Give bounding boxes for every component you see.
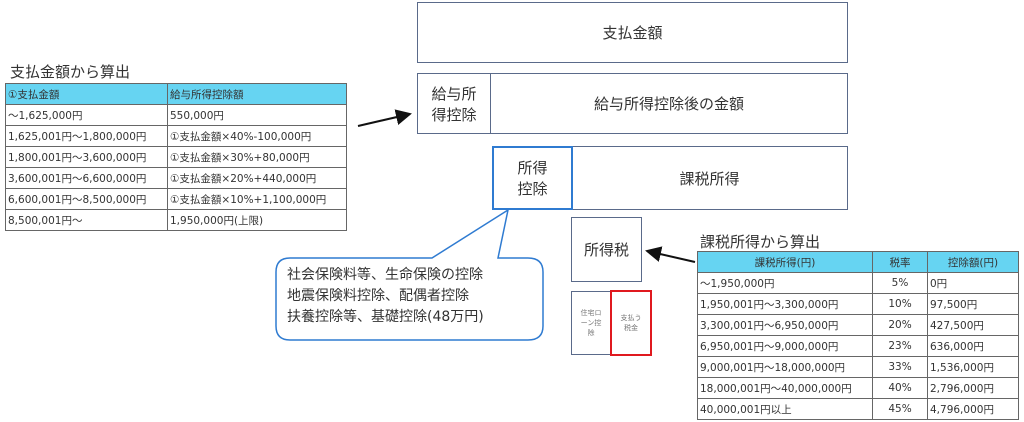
- table-cell: 〜1,625,000円: [5, 104, 168, 126]
- table-cell: 550,000円: [167, 104, 347, 126]
- header-cell: ①支払金額: [5, 83, 168, 105]
- callout-line: 扶養控除等、基礎控除(48万円): [287, 309, 484, 325]
- table-cell: 9,000,001円〜18,000,000円: [697, 356, 873, 378]
- table-cell: 1,950,000円(上限): [167, 209, 347, 231]
- callout-line: 地震保険料控除、配偶者控除: [287, 288, 469, 304]
- table-cell: 40,000,001円以上: [697, 398, 873, 420]
- table-cell: 18,000,001円〜40,000,000円: [697, 377, 873, 399]
- table-cell: 1,536,000円: [927, 356, 1019, 378]
- right-table-title: 課税所得から算出: [700, 233, 821, 251]
- table-cell: 8,500,001円〜: [5, 209, 168, 231]
- table-cell: 97,500円: [927, 293, 1019, 315]
- table-cell: ①支払金額×40%-100,000円: [167, 125, 347, 147]
- header-cell: 税率: [872, 251, 928, 273]
- taxable-income-box: 課税所得: [571, 146, 848, 210]
- table-cell: 6,950,001円〜9,000,000円: [697, 335, 873, 357]
- callout-line: 社会保険料等、生命保険の控除: [287, 267, 483, 283]
- arrow-left-table: [357, 109, 412, 127]
- table-cell: 20%: [872, 314, 928, 336]
- table-cell: 1,950,001円〜3,300,000円: [697, 293, 873, 315]
- callout-bubble: [275, 208, 544, 341]
- table-cell: 1,800,001円〜3,600,000円: [5, 146, 168, 168]
- table-cell: 5%: [872, 272, 928, 294]
- tax-paid-box: 支払う税金: [610, 290, 652, 356]
- arrow-right-table: [645, 246, 696, 263]
- table-cell: 40%: [872, 377, 928, 399]
- after-salary-deduction-box: 給与所得控除後の金額: [490, 73, 848, 134]
- callout-text: 社会保険料等、生命保険の控除 地震保険料控除、配偶者控除 扶養控除等、基礎控除(…: [287, 265, 484, 328]
- header-cell: 課税所得(円): [697, 251, 873, 273]
- table-cell: 10%: [872, 293, 928, 315]
- left-table-title: 支払金額から算出: [10, 63, 131, 81]
- table-cell: ①支払金額×10%+1,100,000円: [167, 188, 347, 210]
- table-cell: 2,796,000円: [927, 377, 1019, 399]
- header-cell: 控除額(円): [927, 251, 1019, 273]
- table-cell: ①支払金額×30%+80,000円: [167, 146, 347, 168]
- table-cell: 45%: [872, 398, 928, 420]
- table-cell: 〜1,950,000円: [697, 272, 873, 294]
- table-cell: 636,000円: [927, 335, 1019, 357]
- income-tax-box: 所得税: [571, 217, 642, 282]
- table-cell: 0円: [927, 272, 1019, 294]
- table-cell: 3,300,001円〜6,950,000円: [697, 314, 873, 336]
- payment-box: 支払金額: [417, 2, 848, 63]
- table-cell: 427,500円: [927, 314, 1019, 336]
- table-cell: 1,625,001円〜1,800,000円: [5, 125, 168, 147]
- income-deduction-box: 所得控除: [492, 146, 573, 210]
- table-cell: ①支払金額×20%+440,000円: [167, 167, 347, 189]
- table-cell: 3,600,001円〜6,600,000円: [5, 167, 168, 189]
- header-cell: 給与所得控除額: [167, 83, 347, 105]
- table-cell: 23%: [872, 335, 928, 357]
- table-row: 8,500,001円〜1,950,000円(上限): [5, 209, 347, 231]
- table-cell: 6,600,001円〜8,500,000円: [5, 188, 168, 210]
- housing-loan-box: 住宅ローン控除: [571, 291, 611, 355]
- table-cell: 4,796,000円: [927, 398, 1019, 420]
- salary-deduction-box: 給与所得控除: [417, 73, 491, 134]
- table-cell: 33%: [872, 356, 928, 378]
